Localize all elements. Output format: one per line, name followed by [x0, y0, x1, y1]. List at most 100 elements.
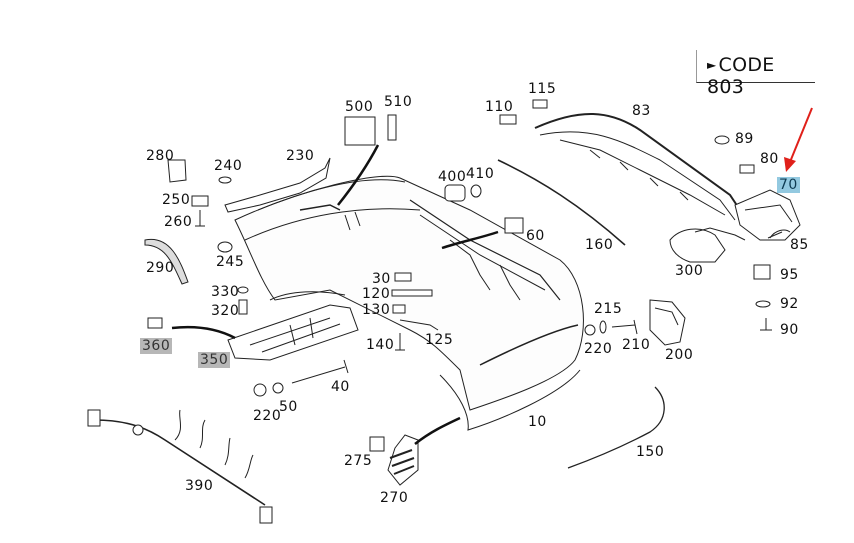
clip-part-110[interactable] — [499, 114, 517, 125]
assembly-arrow-60 — [441, 230, 499, 250]
module-part-60[interactable] — [504, 217, 524, 234]
pointer-arrow-icon — [784, 107, 813, 172]
trim-part-230[interactable] — [224, 157, 331, 213]
holder-part-200[interactable] — [649, 299, 686, 346]
part-label-215[interactable]: 215 — [594, 301, 623, 317]
part-label-115[interactable]: 115 — [528, 81, 557, 97]
part-label-10[interactable]: 10 — [528, 414, 547, 430]
part-label-125[interactable]: 125 — [425, 332, 454, 348]
trim-strip-part-160[interactable] — [497, 159, 626, 246]
part-label-320[interactable]: 320 — [211, 303, 240, 319]
part-label-245[interactable]: 245 — [216, 254, 245, 270]
washer-part-50[interactable] — [272, 382, 284, 394]
part-label-80[interactable]: 80 — [760, 151, 779, 167]
part-label-210[interactable]: 210 — [622, 337, 651, 353]
part-label-240[interactable]: 240 — [214, 158, 243, 174]
nut-part-245[interactable] — [217, 241, 233, 253]
clip-part-30[interactable] — [394, 272, 412, 282]
part-label-70[interactable]: 70 — [777, 177, 800, 193]
sensor-part-400[interactable] — [444, 184, 466, 202]
part-label-90[interactable]: 90 — [780, 322, 799, 338]
assembly-arrow-270 — [414, 416, 461, 445]
part-label-330[interactable]: 330 — [211, 284, 240, 300]
wiring-harness-part-390[interactable] — [87, 409, 273, 524]
cover-part-270[interactable] — [387, 434, 419, 486]
part-label-360[interactable]: 360 — [140, 338, 173, 354]
part-label-290[interactable]: 290 — [146, 260, 175, 276]
part-label-350[interactable]: 350 — [198, 352, 231, 368]
part-label-95[interactable]: 95 — [780, 267, 799, 283]
clip-part-130[interactable] — [392, 304, 406, 314]
part-label-110[interactable]: 110 — [485, 99, 514, 115]
clip-part-80[interactable] — [739, 164, 755, 174]
part-label-89[interactable]: 89 — [735, 131, 754, 147]
part-label-85[interactable]: 85 — [790, 237, 809, 253]
screw-part-260[interactable] — [195, 210, 205, 227]
part-label-150[interactable]: 150 — [636, 444, 665, 460]
part-label-130[interactable]: 130 — [362, 302, 391, 318]
part-label-50[interactable]: 50 — [279, 399, 298, 415]
lamp-part-300[interactable] — [669, 227, 746, 263]
clip-part-275[interactable] — [369, 436, 385, 452]
part-label-510[interactable]: 510 — [384, 94, 413, 110]
nut-part-250[interactable] — [191, 195, 209, 207]
part-label-83[interactable]: 83 — [632, 103, 651, 119]
part-label-92[interactable]: 92 — [780, 296, 799, 312]
washer-part-215[interactable] — [599, 320, 607, 334]
part-label-500[interactable]: 500 — [345, 99, 374, 115]
bolt-part-40[interactable] — [291, 359, 349, 384]
part-label-200[interactable]: 200 — [665, 347, 694, 363]
part-label-390[interactable]: 390 — [185, 478, 214, 494]
upper-trim-part-83[interactable] — [534, 112, 741, 221]
nut-part-220b[interactable] — [584, 324, 596, 336]
part-label-160[interactable]: 160 — [585, 237, 614, 253]
bracket-part-120[interactable] — [391, 289, 433, 297]
washer-part-92[interactable] — [755, 300, 771, 308]
arrow-right-icon: ► — [707, 58, 717, 72]
code-label-text: CODE 803 — [707, 54, 775, 98]
part-label-250[interactable]: 250 — [162, 192, 191, 208]
code-label-box: ►CODE 803 — [696, 50, 815, 98]
cover-part-510[interactable] — [387, 114, 397, 141]
clip-part-280[interactable] — [167, 159, 187, 183]
arch-part-290[interactable] — [144, 238, 189, 285]
part-label-40[interactable]: 40 — [331, 379, 350, 395]
part-label-140[interactable]: 140 — [366, 337, 395, 353]
assembly-arrow-360 — [171, 325, 236, 340]
part-label-260[interactable]: 260 — [164, 214, 193, 230]
strap-part-125[interactable] — [399, 319, 439, 331]
nut-part-220[interactable] — [253, 383, 267, 397]
trim-strip-part-150[interactable] — [567, 386, 665, 469]
washer-part-330[interactable] — [237, 286, 249, 294]
screw-part-320[interactable] — [238, 299, 248, 315]
part-label-270[interactable]: 270 — [380, 490, 409, 506]
assembly-arrow-500 — [337, 144, 380, 206]
cover-part-500[interactable] — [344, 116, 376, 146]
bumper-cover-part-10[interactable] — [234, 175, 584, 431]
part-label-30[interactable]: 30 — [372, 271, 391, 287]
bracket-part-70[interactable] — [734, 189, 801, 241]
part-label-275[interactable]: 275 — [344, 453, 373, 469]
part-label-120[interactable]: 120 — [362, 286, 391, 302]
part-label-220-left[interactable]: 220 — [253, 408, 282, 424]
part-label-60[interactable]: 60 — [526, 228, 545, 244]
nut-part-95[interactable] — [753, 264, 771, 280]
clip-part-360[interactable] — [147, 317, 163, 329]
part-label-400[interactable]: 400 — [438, 169, 467, 185]
code-label: ►CODE 803 — [707, 54, 815, 98]
part-label-230[interactable]: 230 — [286, 148, 315, 164]
part-label-410[interactable]: 410 — [466, 166, 495, 182]
nut-part-240[interactable] — [218, 176, 232, 184]
pin-part-85[interactable] — [767, 231, 783, 239]
part-label-280[interactable]: 280 — [146, 148, 175, 164]
clip-part-89[interactable] — [714, 135, 730, 145]
bolt-part-210[interactable] — [611, 319, 638, 335]
tray-part-350[interactable] — [227, 304, 359, 361]
screw-part-90[interactable] — [760, 318, 772, 331]
part-label-220-right[interactable]: 220 — [584, 341, 613, 357]
bolt-part-140[interactable] — [395, 333, 405, 351]
clip-part-115[interactable] — [532, 99, 548, 109]
part-label-300[interactable]: 300 — [675, 263, 704, 279]
grommet-part-410[interactable] — [470, 184, 482, 198]
